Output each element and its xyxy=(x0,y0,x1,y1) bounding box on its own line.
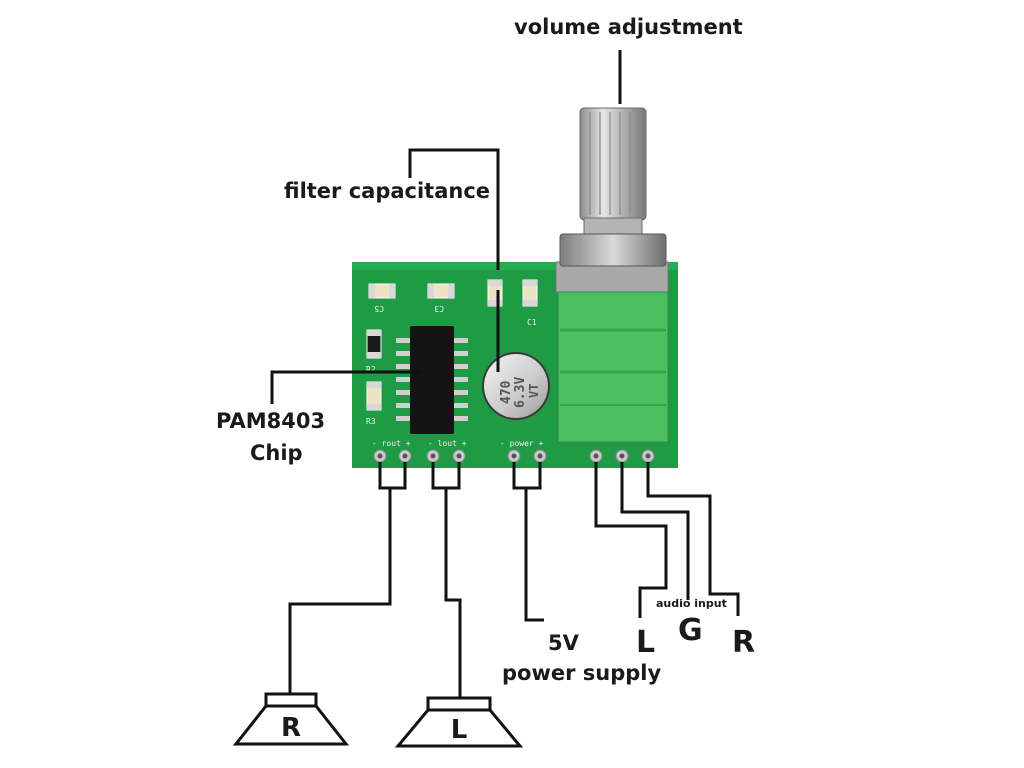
shaft-nut xyxy=(559,233,667,267)
speaker-right-magnet xyxy=(264,692,318,708)
rout-bracket xyxy=(378,462,407,490)
ic-package xyxy=(410,326,454,434)
volume-adjustment-label: volume adjustment xyxy=(514,15,743,39)
wire-input-l xyxy=(594,462,668,618)
power-label-line1: 5V xyxy=(548,631,580,655)
electrolytic-capacitor: 470 6.3V VT xyxy=(482,352,550,420)
smd-c3: C3 xyxy=(427,283,455,313)
speaker-right-label: R xyxy=(281,713,301,743)
wire-right-speaker xyxy=(288,488,392,694)
cap-series: VT xyxy=(527,384,541,398)
silk-c1: C1 xyxy=(527,318,537,327)
audio-input-r: R xyxy=(732,625,755,660)
wire-left-speaker xyxy=(444,488,462,698)
cap-voltage: 6.3V xyxy=(513,377,528,408)
ic-pins-right xyxy=(452,338,468,421)
smd-c1: C1 xyxy=(522,279,538,327)
silk-rout: - rout + xyxy=(372,439,411,448)
audio-input-g: G xyxy=(678,613,703,648)
wire-input-r xyxy=(646,462,740,616)
potentiometer-shaft xyxy=(559,107,667,267)
silk-c5: C5 xyxy=(374,304,384,313)
potentiometer-body xyxy=(557,291,669,443)
power-label-line2: power supply xyxy=(502,661,661,685)
audio-input-l: L xyxy=(636,625,655,660)
header-pins xyxy=(373,449,655,463)
speaker-left-cone xyxy=(394,708,524,748)
speaker-right-cone xyxy=(232,704,350,746)
wire-power xyxy=(524,488,544,622)
silk-lout: - lout + xyxy=(428,439,467,448)
silk-c3: C3 xyxy=(434,304,444,313)
filter-capacitance-label: filter capacitance xyxy=(284,179,490,203)
silk-r3: R3 xyxy=(366,417,376,426)
speaker-right: R xyxy=(232,692,350,746)
pot-bracket xyxy=(555,261,669,293)
smd-r2: R2 xyxy=(366,329,382,374)
speaker-left: L xyxy=(394,696,524,748)
silk-r2: R2 xyxy=(366,365,376,374)
silk-power: - power + xyxy=(500,439,544,448)
cap-value: 470 xyxy=(499,380,514,404)
chip-callout-line xyxy=(270,370,420,404)
pcb-highlight xyxy=(352,262,678,270)
smd-c5: C5 xyxy=(368,283,396,313)
pcb-board: C5 C3 C1 R2 R3 xyxy=(352,261,678,468)
chip-label-line1: PAM8403 xyxy=(216,409,325,433)
pam8403-ic xyxy=(396,326,468,434)
shaft-collar xyxy=(583,217,643,235)
smd-vertical-1 xyxy=(487,279,503,307)
speaker-left-label: L xyxy=(451,715,468,745)
speaker-left-magnet xyxy=(426,696,492,712)
filter-callout-line xyxy=(408,148,500,270)
ic-pins-left xyxy=(396,338,412,421)
audio-input-label: audio input xyxy=(656,597,727,610)
smd-r3: R3 xyxy=(366,381,382,426)
wire-input-g xyxy=(620,462,690,600)
chip-label-line2: Chip xyxy=(250,441,303,465)
